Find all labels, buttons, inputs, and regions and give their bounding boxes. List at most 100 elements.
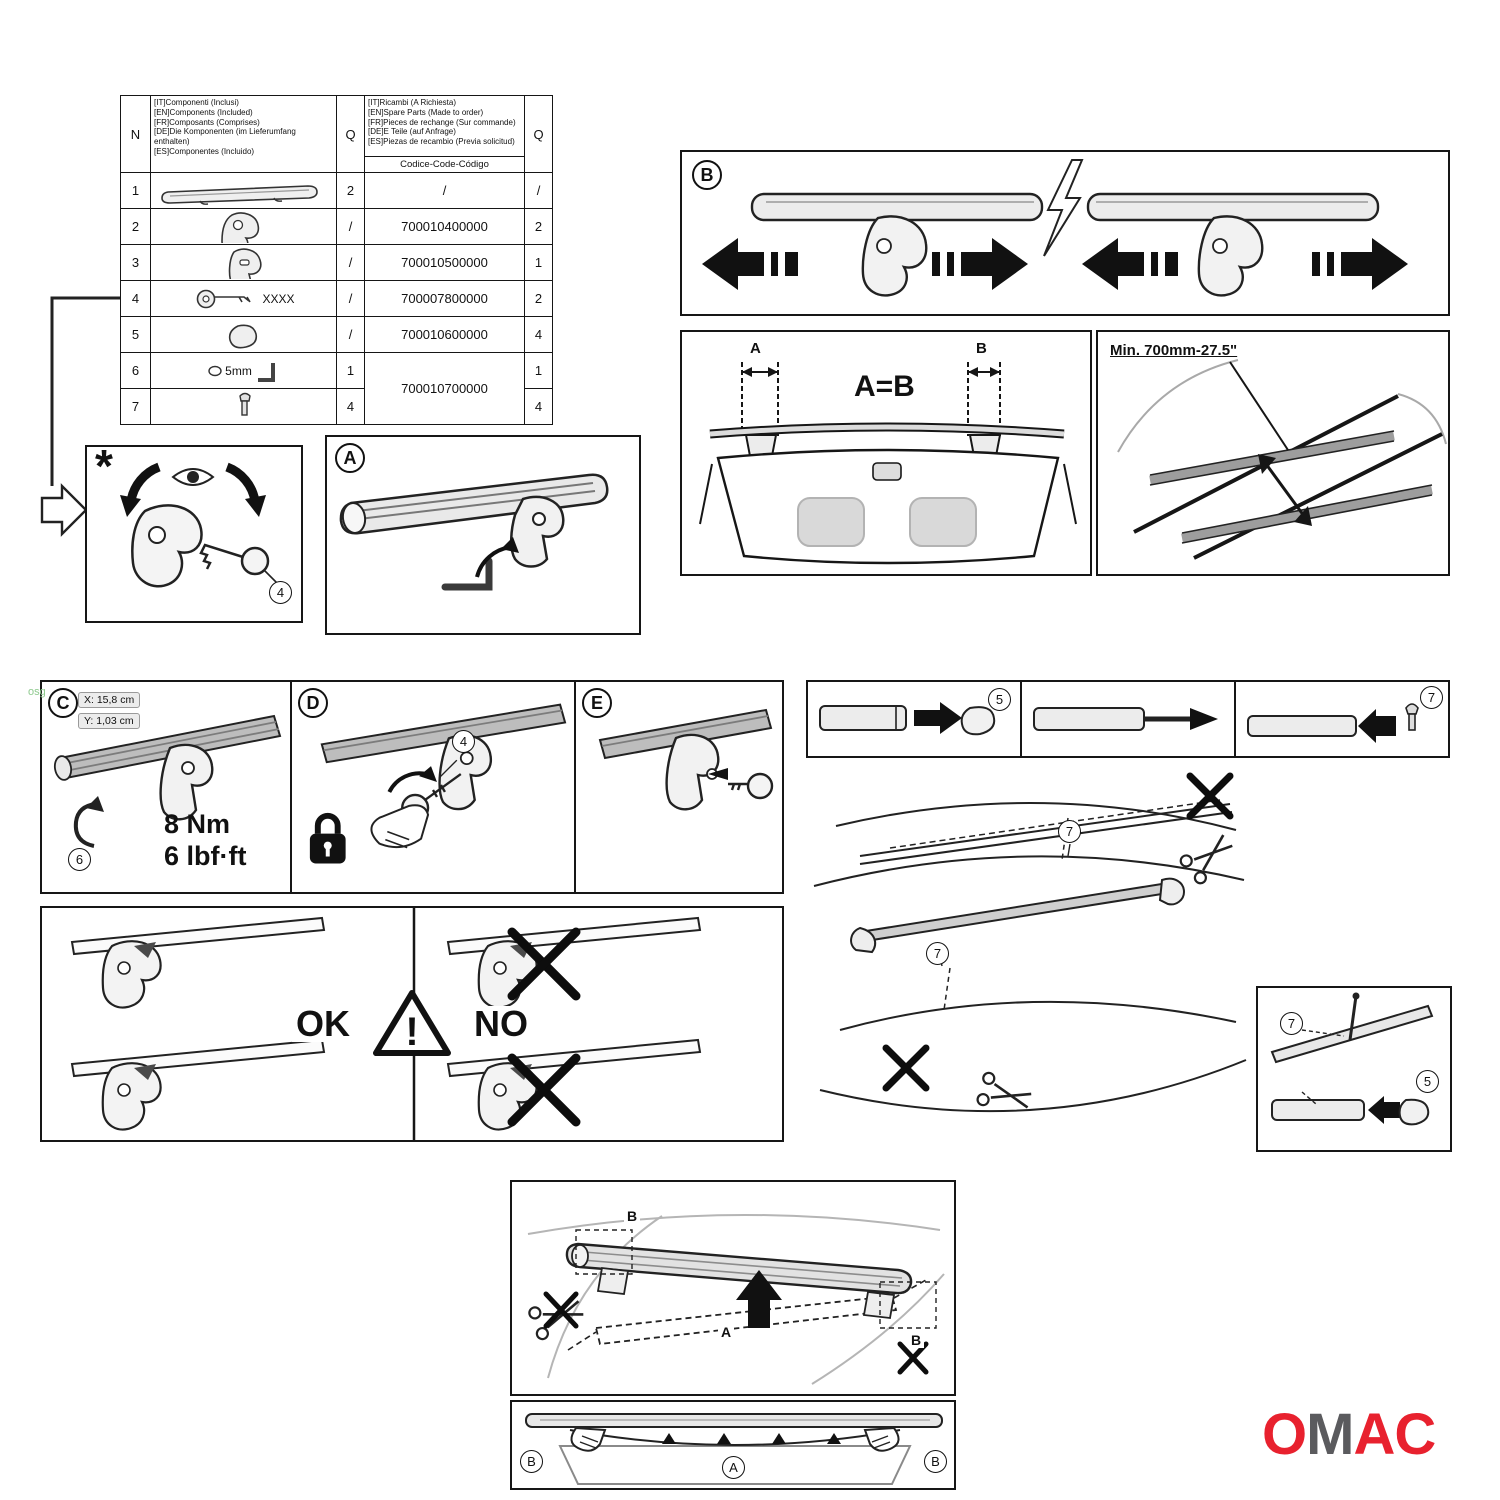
strip-panel [1020, 682, 1234, 756]
install-b-bottom-label: B [908, 1332, 925, 1348]
clamp-foot [510, 495, 565, 568]
row-q1: 4 [336, 388, 365, 425]
ref-7: 7 [1058, 820, 1081, 843]
panel-c-label: C [48, 688, 78, 718]
panel-d-label: D [298, 688, 328, 718]
hand [570, 1426, 607, 1452]
roof-bar-icon [150, 172, 337, 209]
hand [370, 804, 430, 849]
row-q2: 4 [524, 388, 553, 425]
ref-7: 7 [926, 942, 949, 965]
col-q-spare: Q [524, 95, 553, 173]
slide-clamps-illustration [702, 159, 1408, 297]
col-q-included: Q [336, 95, 365, 173]
row-q1: / [336, 244, 365, 281]
crossbar [565, 1242, 913, 1295]
table-header-row: N [IT]Componenti (Inclusi) [EN]Component… [120, 95, 553, 173]
car-front-illustration [699, 362, 1077, 565]
arrow-up-icon [827, 1433, 841, 1444]
clamp-foot [438, 734, 492, 811]
clamp-foot [861, 215, 928, 297]
row-q2: 1 [524, 244, 553, 281]
double-arrow-icon [1258, 454, 1276, 474]
clamp-foot [1197, 215, 1264, 297]
connector-bracket [40, 296, 122, 537]
table-row: 6 5mm 1 700010700000 1 [120, 352, 553, 425]
ref-4: 4 [269, 581, 292, 604]
ref-a-center: A [722, 1456, 745, 1479]
panel-b-label: B [692, 160, 722, 190]
row-code: 700010600000 [364, 316, 525, 353]
key-code-label: XXXX [262, 291, 295, 306]
ar row-left-icon [1358, 709, 1396, 743]
arrow-right-icon [914, 702, 962, 734]
row-q1: / [336, 208, 365, 245]
warning-triangle-icon: ! [373, 990, 451, 1056]
key-lock-illustration [120, 462, 278, 588]
strap [569, 1429, 901, 1446]
watermark: osg [28, 686, 46, 698]
arrow-up-icon [662, 1433, 676, 1444]
allen-key-cell: 5mm [150, 352, 337, 389]
ok-label: OK [292, 1006, 354, 1042]
torque-nm: 8 Nm [164, 809, 231, 839]
table-row: 5 / 700010600000 4 [120, 316, 553, 353]
pin-icon [150, 388, 337, 425]
x-mark-icon [1186, 772, 1234, 820]
clamp-foot [862, 1291, 896, 1319]
ref-4: 4 [452, 730, 475, 753]
spare-header-text: [IT]Ricambi (A Richiesta) [EN]Spare Part… [368, 98, 516, 146]
col-n: N [120, 95, 151, 173]
row-q2: / [524, 172, 553, 209]
row-q1: / [336, 316, 365, 353]
dim-a-label: A [748, 340, 763, 357]
table-row: 3 / 700010500000 1 [120, 244, 553, 281]
ref-7: 7 [1280, 1012, 1303, 1035]
clamp-foot [1158, 877, 1186, 906]
lock-clamp-icon [150, 244, 337, 281]
key-cell: XXXX [150, 280, 337, 317]
row-code: / [364, 172, 525, 209]
row-n: 2 [120, 208, 151, 245]
roof-trim-illustration [813, 772, 1247, 1118]
panel-a: A [325, 435, 641, 635]
arrow-up-icon [717, 1433, 731, 1444]
allen-key-icon [257, 362, 275, 382]
bar-lift-illustration [526, 1213, 945, 1385]
clamp-foot [159, 743, 214, 821]
clamp-foot [665, 733, 720, 811]
clamp-foot [596, 1267, 630, 1295]
arrow-left-icon [1368, 1096, 1400, 1124]
allen-size-label: 5mm [225, 363, 252, 378]
panel-e-label: E [582, 688, 612, 718]
bar-with-allen-key-illustration [339, 473, 609, 591]
roof-trim-diagram: 7 7 [800, 760, 1250, 1175]
arrow-up-icon [736, 1270, 782, 1328]
row-n: 7 [120, 388, 151, 425]
ok-no-labels: OK ! NO [42, 987, 782, 1061]
pin-icon [238, 392, 251, 416]
row-q2: 4 [524, 316, 553, 353]
row-q2: 2 [524, 280, 553, 317]
pin-panel: 7 [1234, 682, 1448, 756]
clamp-foot [850, 926, 877, 954]
y-dimension-chip: Y: 1,03 cm [78, 713, 140, 729]
row-n: 3 [120, 244, 151, 281]
final-mount-panel: B A B [510, 1400, 956, 1490]
curved-arrow-icon [501, 537, 519, 553]
panel-e: E [574, 682, 782, 892]
crossbar [865, 882, 1169, 942]
cap-remove-illustration [819, 702, 996, 736]
arrow-up-icon [772, 1433, 786, 1444]
ref-b-left: B [520, 1450, 543, 1473]
roof-rail [859, 803, 1233, 865]
x-mark-icon [543, 1291, 579, 1329]
end-cap-icon [150, 316, 337, 353]
key-icon [197, 289, 252, 308]
row-code: 700010400000 [364, 208, 525, 245]
lock-key-illustration [309, 703, 567, 864]
row-n: 1 [120, 172, 151, 209]
row-q1: 1 [336, 352, 365, 389]
arrow-right-icon [932, 238, 1028, 290]
key-head [240, 546, 270, 576]
